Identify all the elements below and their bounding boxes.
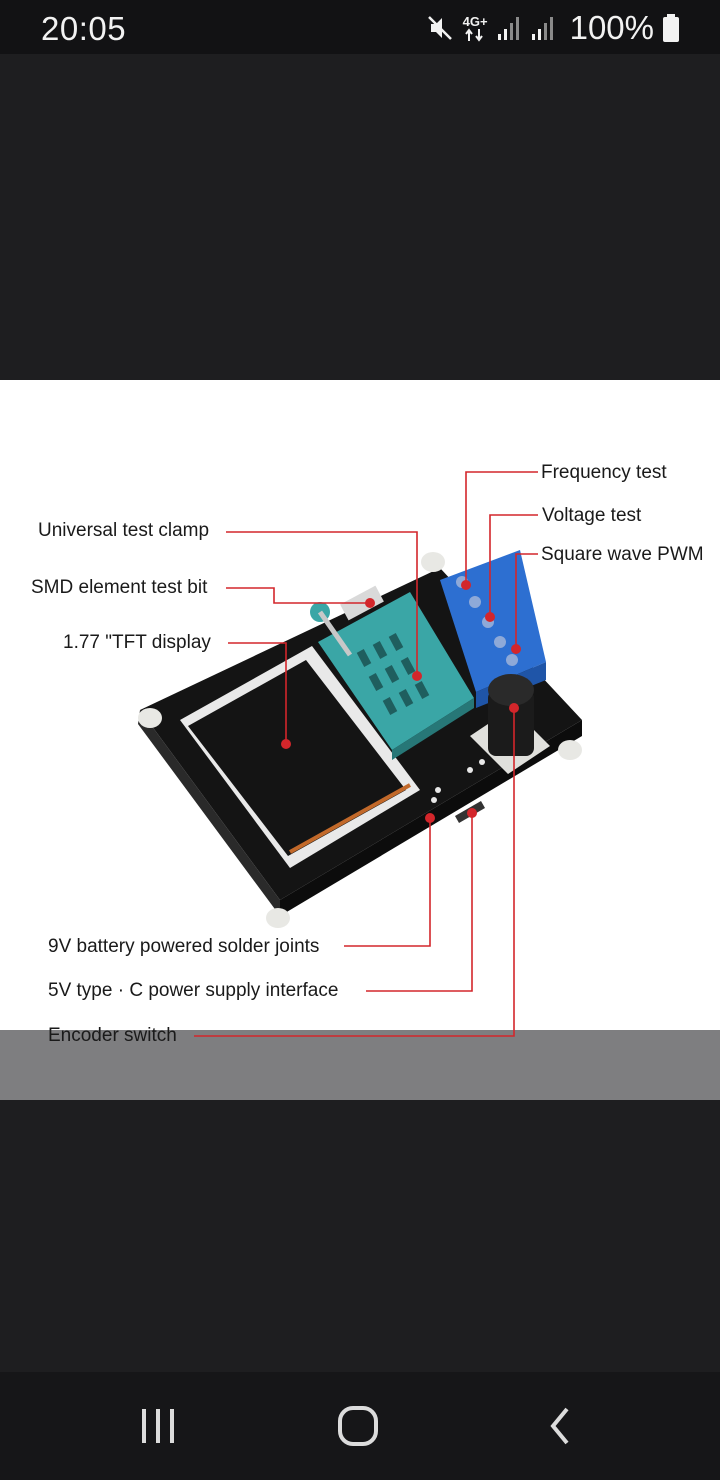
callout-smd-element-test-bit: SMD element test bit [31,577,208,598]
signal-icon [496,14,522,42]
callout-universal-test-clamp: Universal test clamp [38,520,210,541]
callout-type-c-interface: 5V type · C power supply interface [48,980,339,1001]
callout-voltage-test: Voltage test [542,505,642,526]
navigation-bar [0,1372,720,1480]
standoff [558,740,582,760]
product-image[interactable]: Frequency test Voltage test Square wave … [0,380,720,1030]
callout-markers [281,580,521,823]
recent-apps-icon [138,1407,178,1445]
callout-encoder-switch: Encoder switch [48,1025,177,1046]
status-time: 20:05 [41,10,127,47]
home-button[interactable] [318,1394,398,1458]
recent-apps-button[interactable] [118,1394,198,1458]
viewer-background-top [0,54,720,380]
callout-square-wave-pwm: Square wave PWM [541,544,704,565]
callout-frequency-test: Frequency test [541,462,667,483]
data-arrows-icon: 4G+ [463,15,488,42]
callout-lines [226,471,538,1030]
mute-icon [425,13,455,43]
network-type-label: 4G+ [462,13,488,29]
callout-battery-solder-joints: 9V battery powered solder joints [48,936,320,957]
tft-screen [188,660,406,856]
status-bar: 20:05 4G+ [0,0,720,54]
standoff [421,552,445,572]
product-illustration [138,471,582,1030]
back-icon [545,1406,575,1446]
status-icons: 4G+ 100% [425,9,680,46]
zif-socket [318,592,474,750]
encoder-knob [488,690,534,756]
viewer-background-bottom [0,1100,720,1372]
home-icon [337,1405,379,1447]
encoder-callout-line [194,1030,515,1037]
back-button[interactable] [520,1394,600,1458]
standoff [138,708,162,728]
image-overflow-strip: Encoder switch [0,1025,720,1100]
signal-icon [530,14,556,42]
battery-percent: 100% [569,9,654,46]
standoff [266,908,290,928]
battery-icon [662,13,680,43]
callout-tft-display: 1.77 "TFT display [63,632,211,653]
